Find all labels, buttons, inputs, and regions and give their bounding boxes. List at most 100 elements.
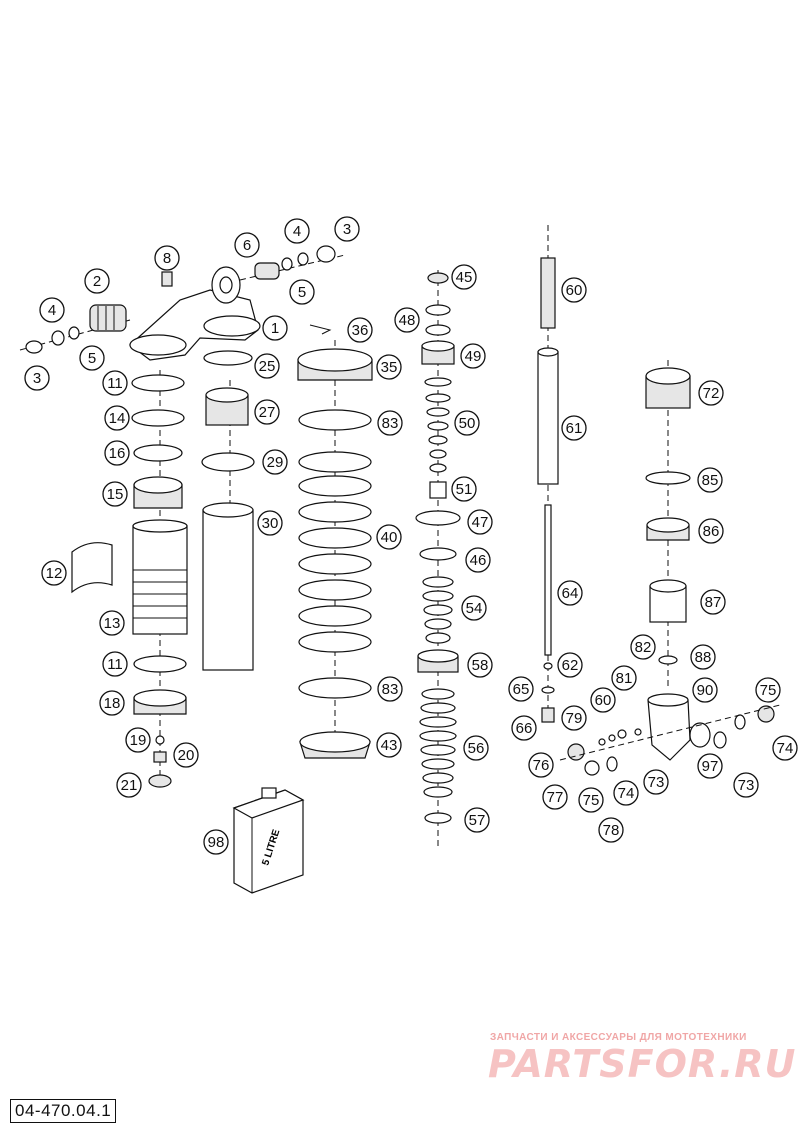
callout-label: 43 — [381, 737, 398, 754]
callout-label: 11 — [107, 375, 123, 392]
callout-label: 45 — [456, 269, 473, 286]
callout-label: 58 — [472, 657, 489, 674]
callout-78: 78 — [598, 817, 624, 843]
callout-64: 64 — [557, 580, 583, 606]
callout-62: 62 — [557, 652, 583, 678]
callout-label: 14 — [109, 410, 126, 427]
callout-label: 73 — [648, 774, 665, 791]
damper-stack — [415, 270, 461, 850]
callout-label: 25 — [259, 358, 276, 375]
callout-36: 36 — [347, 317, 373, 343]
callout-13: 13 — [99, 610, 125, 636]
callout-label: 21 — [121, 777, 138, 794]
callout-label: 65 — [513, 681, 530, 698]
callout-label: 2 — [93, 273, 101, 290]
callout-47: 47 — [467, 509, 493, 535]
callout-5: 5 — [79, 345, 105, 371]
callout-label: 60 — [566, 282, 583, 299]
callout-60: 60 — [561, 277, 587, 303]
callout-74: 74 — [613, 780, 639, 806]
callout-label: 82 — [635, 639, 652, 656]
end-assembly — [559, 360, 781, 776]
callout-label: 4 — [48, 302, 56, 319]
callout-label: 49 — [465, 348, 482, 365]
callout-65: 65 — [508, 676, 534, 702]
document-number: 04-470.04.1 — [10, 1099, 117, 1123]
callout-54: 54 — [461, 595, 487, 621]
callout-label: 90 — [697, 682, 714, 699]
callout-21: 21 — [116, 772, 142, 798]
callout-46: 46 — [465, 547, 491, 573]
callout-label: 4 — [293, 223, 301, 240]
callout-66: 66 — [511, 715, 537, 741]
callout-40: 40 — [376, 524, 402, 550]
callout-1: 1 — [262, 315, 288, 341]
callout-label: 85 — [702, 472, 719, 489]
callout-75: 75 — [755, 677, 781, 703]
reservoir-assembly — [19, 245, 346, 790]
callout-73: 73 — [643, 769, 669, 795]
callout-90: 90 — [692, 677, 718, 703]
callout-25: 25 — [254, 353, 280, 379]
callout-label: 40 — [381, 529, 398, 546]
callout-label: 5 — [298, 284, 306, 301]
callout-29: 29 — [262, 449, 288, 475]
callout-label: 83 — [382, 681, 399, 698]
callout-83: 83 — [377, 676, 403, 702]
piston-rod-assembly — [537, 225, 559, 723]
callout-label: 73 — [738, 777, 755, 794]
callout-4: 4 — [39, 297, 65, 323]
callout-45: 45 — [451, 264, 477, 290]
callout-label: 18 — [104, 695, 121, 712]
callout-79: 79 — [561, 705, 587, 731]
callout-48: 48 — [394, 307, 420, 333]
callout-43: 43 — [376, 732, 402, 758]
callout-label: 64 — [562, 585, 579, 602]
callout-label: 27 — [259, 404, 276, 421]
callout-3: 3 — [334, 216, 360, 242]
callout-83: 83 — [377, 410, 403, 436]
callout-label: 36 — [352, 322, 369, 339]
spring-assembly — [297, 324, 373, 760]
callout-label: 29 — [267, 454, 284, 471]
callout-2: 2 — [84, 268, 110, 294]
callout-label: 46 — [470, 552, 487, 569]
callout-57: 57 — [464, 807, 490, 833]
callout-label: 15 — [107, 486, 124, 503]
callout-label: 86 — [703, 523, 720, 540]
callout-label: 11 — [107, 656, 123, 673]
callout-97: 97 — [697, 753, 723, 779]
callout-72: 72 — [698, 380, 724, 406]
callout-51: 51 — [451, 476, 477, 502]
callout-14: 14 — [104, 405, 130, 431]
callout-label: 81 — [616, 670, 633, 687]
callout-label: 66 — [516, 720, 533, 737]
callout-82: 82 — [630, 634, 656, 660]
callout-75: 75 — [578, 787, 604, 813]
callout-label: 6 — [243, 237, 251, 254]
callout-label: 48 — [399, 312, 416, 329]
callout-label: 50 — [459, 415, 476, 432]
callout-4: 4 — [284, 218, 310, 244]
callout-label: 72 — [703, 385, 720, 402]
callout-56: 56 — [463, 735, 489, 761]
callout-3: 3 — [24, 365, 50, 391]
watermark-tagline: ЗАПЧАСТИ И АКСЕССУАРЫ ДЛЯ МОТОТЕХНИКИ — [490, 1032, 747, 1043]
callout-label: 12 — [46, 565, 63, 582]
callout-18: 18 — [99, 690, 125, 716]
callout-label: 47 — [472, 514, 489, 531]
callout-label: 74 — [777, 740, 794, 757]
callout-label: 30 — [262, 515, 279, 532]
callout-77: 77 — [542, 784, 568, 810]
callout-label: 87 — [705, 594, 722, 611]
callout-label: 20 — [178, 747, 195, 764]
callout-11: 11 — [102, 370, 128, 396]
callout-label: 51 — [456, 481, 473, 498]
callout-73: 73 — [733, 772, 759, 798]
callout-76: 76 — [528, 752, 554, 778]
callout-86: 86 — [698, 518, 724, 544]
callout-58: 58 — [467, 652, 493, 678]
callout-50: 50 — [454, 410, 480, 436]
callout-12: 12 — [41, 560, 67, 586]
part-callouts: 1233445568111112131415161819202125272930… — [24, 216, 798, 855]
